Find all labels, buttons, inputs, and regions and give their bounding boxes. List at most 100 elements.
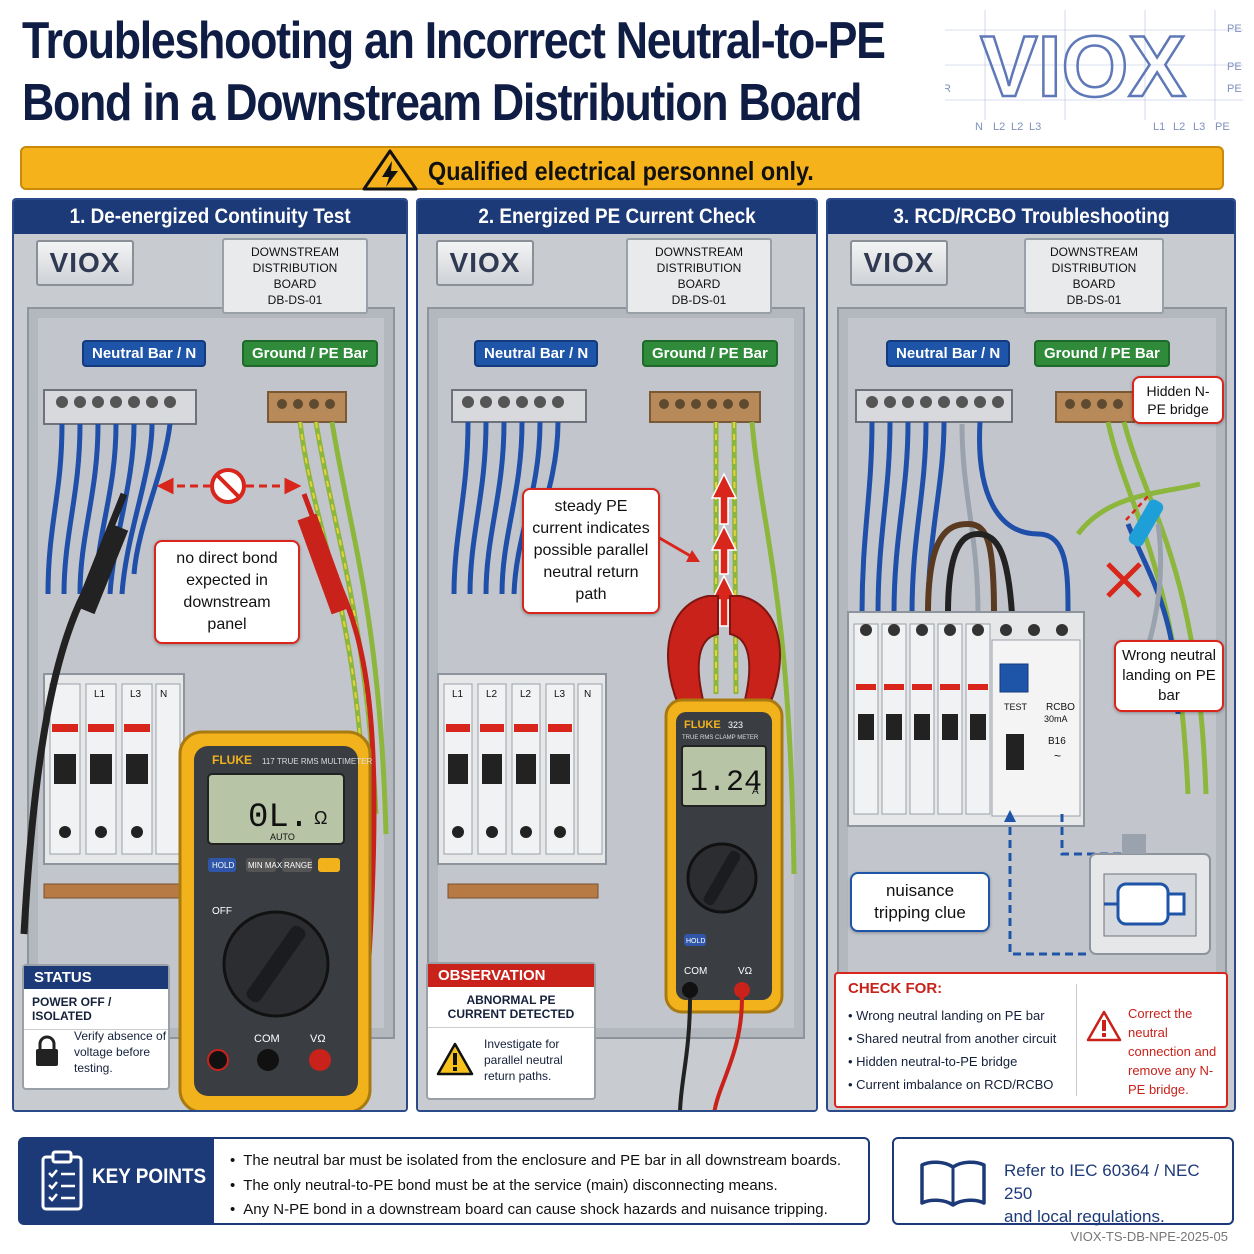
- reference-box: Refer to IEC 60364 / NEC 250 and local r…: [892, 1137, 1234, 1226]
- warning-banner: Qualified electrical personnel only.: [20, 146, 1224, 191]
- panel-2-heading: 2. Energized PE Current Check: [418, 200, 816, 234]
- list-item: • Shared neutral from another circuit: [848, 1031, 1057, 1046]
- list-item: Any N-PE bond in a downstream board can …: [230, 1198, 841, 1223]
- svg-text:FLUKE: FLUKE: [684, 719, 721, 731]
- pe-bar-tag: Ground / PE Bar: [242, 340, 378, 367]
- caution-triangle-icon: [436, 1042, 474, 1076]
- svg-text:COM: COM: [254, 1033, 280, 1045]
- key-points-heading: KEY POINTS: [92, 1165, 207, 1188]
- svg-text:L2: L2: [1173, 121, 1185, 133]
- reference-text: Refer to IEC 60364 / NEC 250 and local r…: [1004, 1161, 1200, 1226]
- svg-text:~: ~: [1054, 749, 1061, 763]
- svg-text:PE: PE: [1227, 61, 1242, 73]
- svg-text:TEST: TEST: [1004, 702, 1028, 712]
- svg-text:VΩ: VΩ: [738, 966, 753, 977]
- svg-text:VΩ: VΩ: [310, 1033, 326, 1045]
- list-item: • Hidden neutral-to-PE bridge: [848, 1054, 1018, 1069]
- svg-text:L3: L3: [1193, 121, 1205, 133]
- padlock-icon: [36, 1035, 58, 1066]
- svg-text:L2: L2: [993, 121, 1005, 133]
- wrong-landing-callout: Wrong neutral landing on PE bar: [1114, 640, 1224, 712]
- high-voltage-warning-icon: [362, 149, 418, 191]
- svg-text:N: N: [160, 689, 167, 700]
- neutral-bar-tag: Neutral Bar / N: [82, 340, 207, 367]
- viox-logo: VIOX: [850, 240, 948, 286]
- title-line-1: Troubleshooting an Incorrect Neutral-to-…: [22, 12, 886, 70]
- nuisance-tripping-callout: nuisance tripping clue: [850, 872, 990, 932]
- neutral-bar-tag: Neutral Bar / N: [886, 340, 1011, 367]
- key-points-list: The neutral bar must be isolated from th…: [230, 1149, 841, 1223]
- document-id: VIOX-TS-DB-NPE-2025-05: [1070, 1229, 1229, 1244]
- svg-text:L2: L2: [486, 689, 498, 700]
- panel-3-heading: 3. RCD/RCBO Troubleshooting: [828, 200, 1234, 234]
- svg-text:FLUKE: FLUKE: [212, 753, 252, 767]
- list-item: The only neutral-to-PE bond must be at t…: [230, 1174, 841, 1199]
- svg-text:L1: L1: [452, 689, 464, 700]
- panel-pe-current-check: 2. Energized PE Current Check L1 L2: [416, 198, 818, 1112]
- viox-blueprint-logo: VIOX N L2 L2 L3 L1 L2 L3 PE PE PE PE R: [945, 10, 1243, 133]
- svg-text:PE: PE: [1227, 83, 1242, 95]
- open-book-icon: [920, 1160, 986, 1207]
- observation-card: OBSERVATION ABNORMAL PE CURRENT DETECTED…: [426, 962, 596, 1100]
- svg-text:30mA: 30mA: [1044, 714, 1068, 724]
- observation-state: ABNORMAL PE CURRENT DETECTED: [428, 987, 594, 1028]
- check-for-list: • Wrong neutral landing on PE bar • Shar…: [848, 1004, 1056, 1096]
- svg-text:RCBO: RCBO: [1046, 702, 1075, 713]
- clipboard-checklist-icon: [41, 1150, 83, 1211]
- list-item: • Wrong neutral landing on PE bar: [848, 1008, 1045, 1023]
- svg-text:OFF: OFF: [212, 906, 232, 917]
- pe-bar-tag: Ground / PE Bar: [1034, 340, 1170, 367]
- list-item: The neutral bar must be isolated from th…: [230, 1149, 841, 1174]
- check-for-heading: CHECK FOR:: [848, 980, 943, 997]
- key-points-box: KEY POINTS The neutral bar must be isola…: [18, 1137, 870, 1225]
- svg-text:A: A: [752, 786, 759, 797]
- check-for-action: Correct the neutral connection and remov…: [1128, 1006, 1217, 1097]
- neutral-bar-tag: Neutral Bar / N: [474, 340, 599, 367]
- svg-text:L2: L2: [520, 689, 532, 700]
- svg-text:Ω: Ω: [314, 808, 327, 828]
- svg-text:L3: L3: [130, 689, 142, 700]
- hidden-bridge-callout: Hidden N-PE bridge: [1132, 376, 1224, 424]
- svg-text:R: R: [945, 83, 951, 95]
- svg-text:TRUE RMS CLAMP METER: TRUE RMS CLAMP METER: [682, 735, 759, 741]
- svg-text:PE: PE: [1215, 121, 1230, 133]
- svg-text:323: 323: [728, 720, 743, 730]
- svg-text:L1: L1: [1153, 121, 1165, 133]
- status-state: POWER OFF / ISOLATED: [24, 989, 168, 1030]
- svg-text:N: N: [975, 121, 983, 133]
- blueprint-logo-text: VIOX: [980, 19, 1186, 115]
- viox-logo: VIOX: [36, 240, 134, 286]
- svg-text:L1: L1: [94, 689, 106, 700]
- panel-rcd-troubleshooting: 3. RCD/RCBO Troubleshooting TEST: [826, 198, 1236, 1112]
- svg-text:N: N: [584, 689, 591, 700]
- pe-current-callout: steady PE current indicates possible par…: [522, 488, 660, 614]
- alert-triangle-icon: [1086, 1010, 1122, 1042]
- svg-text:L3: L3: [554, 689, 566, 700]
- svg-text:RANGE: RANGE: [284, 861, 312, 870]
- svg-text:COM: COM: [684, 966, 707, 977]
- list-item: • Current imbalance on RCD/RCBO: [848, 1077, 1054, 1092]
- key-points-header: KEY POINTS: [20, 1139, 214, 1223]
- svg-text:0L.: 0L.: [248, 799, 309, 837]
- pe-bar-tag: Ground / PE Bar: [642, 340, 778, 367]
- svg-text:HOLD: HOLD: [686, 938, 705, 945]
- panel-1-heading: 1. De-energized Continuity Test: [14, 200, 406, 234]
- title-line-2: Bond in a Downstream Distribution Board: [22, 74, 862, 132]
- status-card: STATUS POWER OFF / ISOLATED Verify absen…: [22, 964, 170, 1090]
- warning-text: Qualified electrical personnel only.: [428, 156, 814, 186]
- svg-text:AUTO: AUTO: [270, 832, 295, 842]
- svg-text:L3: L3: [1029, 121, 1041, 133]
- svg-text:1.24: 1.24: [690, 766, 762, 800]
- page-title: Troubleshooting an Incorrect Neutral-to-…: [22, 10, 886, 134]
- status-note: Verify absence of voltage before testing…: [74, 1029, 167, 1075]
- svg-text:L2: L2: [1011, 121, 1023, 133]
- svg-text:117 TRUE RMS MULTIMETER: 117 TRUE RMS MULTIMETER: [262, 757, 372, 766]
- svg-text:B16: B16: [1048, 736, 1066, 747]
- viox-logo: VIOX: [436, 240, 534, 286]
- observation-note: Investigate for parallel neutral return …: [484, 1037, 563, 1083]
- check-for-card: CHECK FOR: • Wrong neutral landing on PE…: [834, 972, 1228, 1108]
- svg-text:MIN MAX: MIN MAX: [248, 861, 283, 870]
